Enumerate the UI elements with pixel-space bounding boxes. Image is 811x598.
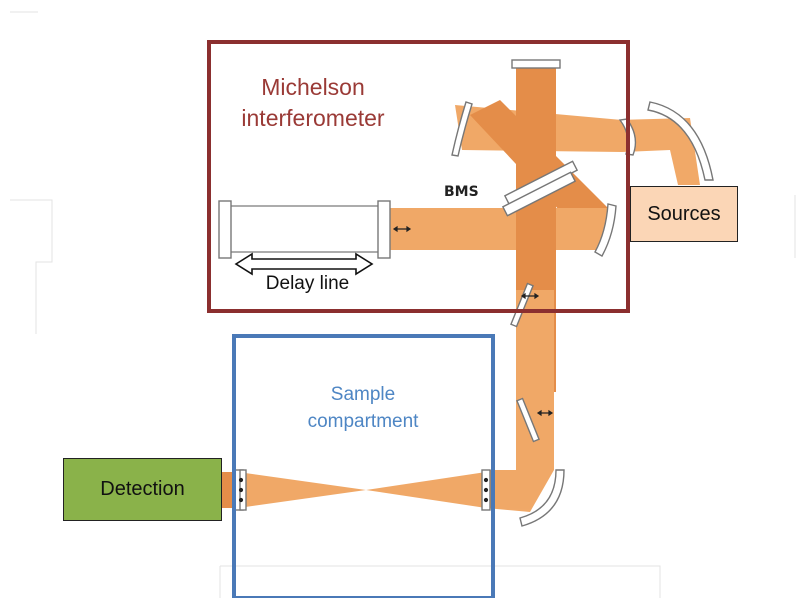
sample-compartment-frame xyxy=(232,334,495,598)
source-input-beam xyxy=(615,118,700,185)
beam-paths xyxy=(222,68,700,512)
detection-label: Detection xyxy=(100,478,185,500)
optics xyxy=(218,59,714,527)
bms-label: BMS xyxy=(444,184,479,200)
left-curved-mirror xyxy=(451,101,473,157)
michelson-frame xyxy=(207,40,630,313)
beam-splitter-bms xyxy=(501,160,579,217)
lower-vertical-beam xyxy=(516,290,554,470)
sample-label-line2: compartment xyxy=(307,411,419,432)
splitter-lower-1 xyxy=(510,282,534,328)
delay-arm-beam xyxy=(386,208,610,250)
faint-background-lines xyxy=(10,11,796,598)
michelson-label-line2: interferometer xyxy=(241,105,385,131)
splitter-lower-2 xyxy=(516,397,540,443)
delay-line-cap-left xyxy=(218,200,232,259)
michelson-interferometer-label: Michelson interferometer xyxy=(228,72,398,134)
beam-to-sample xyxy=(486,470,554,512)
delay-line-label: Delay line xyxy=(265,273,350,294)
direction-arrows xyxy=(238,225,554,503)
delay-line-tube xyxy=(223,205,385,253)
right-curved-mirror xyxy=(594,203,617,257)
bottom-curved-mirror xyxy=(519,469,565,527)
detector-beam xyxy=(238,472,366,508)
sources-box: Sources xyxy=(630,186,738,242)
sample-label-line1: Sample xyxy=(330,384,396,405)
michelson-label-line1: Michelson xyxy=(261,74,365,100)
sample-focus-beam xyxy=(366,472,486,508)
source-mirror-2 xyxy=(647,101,714,181)
sample-compartment-label: Sample compartment xyxy=(268,381,458,435)
detection-box: Detection xyxy=(63,458,222,521)
delay-line-cap-right xyxy=(377,200,391,259)
top-fixed-mirror xyxy=(511,59,561,69)
delay-line-double-arrow xyxy=(234,252,374,276)
sources-label: Sources xyxy=(647,202,721,225)
